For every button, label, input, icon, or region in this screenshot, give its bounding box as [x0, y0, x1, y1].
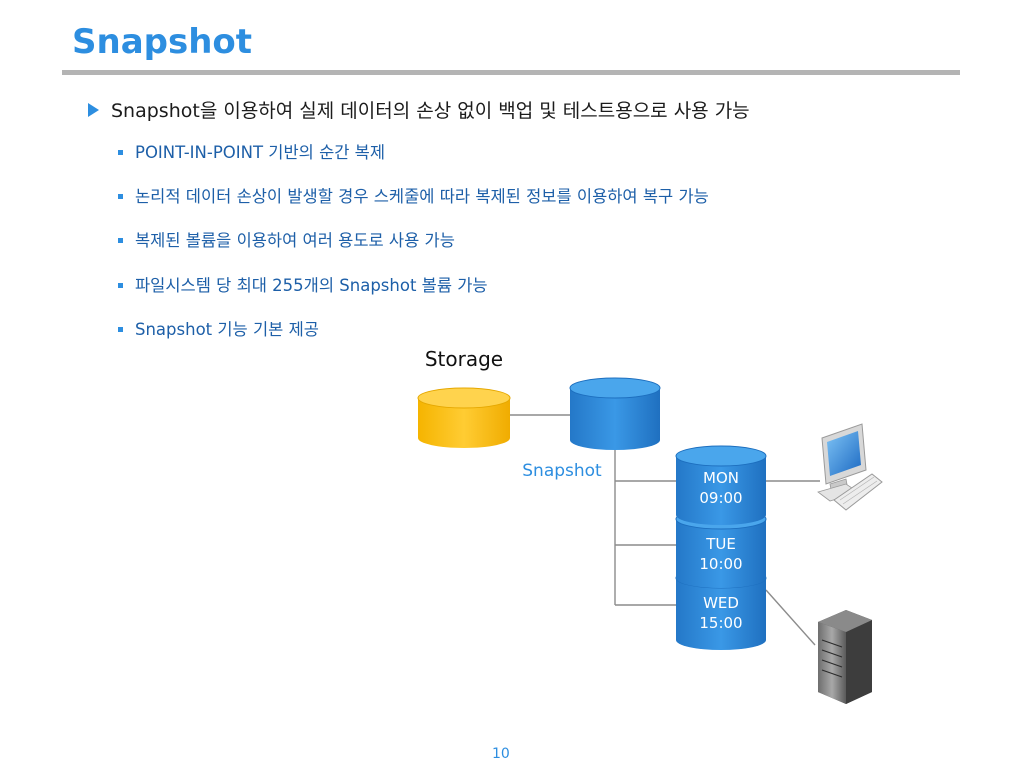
sub-bullet-5: Snapshot 기능 기본 제공: [118, 316, 319, 340]
sub-bullet-1: POINT-IN-POINT 기반의 순간 복제: [118, 139, 385, 163]
sub-bullet-4: 파일시스템 당 최대 255개의 Snapshot 볼륨 가능: [118, 272, 488, 296]
triangle-bullet-icon: [88, 103, 99, 117]
page-number: 10: [492, 746, 510, 762]
square-bullet-icon: [118, 237, 123, 243]
sub-bullet-text: 파일시스템 당 최대 255개의 Snapshot 볼륨 가능: [135, 276, 488, 295]
sub-bullet-text: 논리적 데이터 손상이 발생할 경우 스케줄에 따라 복제된 정보를 이용하여 …: [135, 187, 709, 206]
snapshot-time-mon: 09:00: [699, 489, 742, 507]
connector-lines: [510, 414, 820, 646]
main-bullet: Snapshot을 이용하여 실제 데이터의 손상 없이 백업 및 테스트용으로…: [88, 96, 750, 123]
square-bullet-icon: [118, 326, 123, 332]
primary-volume-icon: [417, 387, 511, 448]
snapshot-day-wed: WED: [703, 594, 739, 612]
square-bullet-icon: [118, 149, 123, 155]
sub-bullet-2: 논리적 데이터 손상이 발생할 경우 스케줄에 따라 복제된 정보를 이용하여 …: [118, 183, 709, 207]
sub-bullet-3: 복제된 볼륨을 이용하여 여러 용도로 사용 가능: [118, 227, 455, 251]
snapshot-volume-mon: [675, 445, 767, 525]
sub-bullet-text: 복제된 볼륨을 이용하여 여러 용도로 사용 가능: [135, 231, 455, 250]
slide-title: Snapshot: [72, 22, 253, 62]
server-tower-icon: [818, 610, 872, 704]
main-bullet-text: Snapshot을 이용하여 실제 데이터의 손상 없이 백업 및 테스트용으로…: [111, 100, 750, 122]
snapshot-day-mon: MON: [703, 469, 739, 487]
sub-bullet-text: POINT-IN-POINT 기반의 순간 복제: [135, 143, 386, 162]
sub-bullet-text: Snapshot 기능 기본 제공: [135, 320, 319, 339]
desktop-computer-icon: [817, 423, 883, 511]
snapshot-label: Snapshot: [522, 461, 602, 481]
snapshot-day-tue: TUE: [705, 535, 736, 553]
snapshot-time-wed: 15:00: [699, 614, 742, 632]
title-divider: [62, 70, 960, 75]
snapshot-source-volume-icon: [569, 377, 661, 450]
snapshot-time-tue: 10:00: [699, 555, 742, 573]
square-bullet-icon: [118, 282, 123, 288]
square-bullet-icon: [118, 193, 123, 199]
storage-label: Storage: [425, 347, 503, 371]
